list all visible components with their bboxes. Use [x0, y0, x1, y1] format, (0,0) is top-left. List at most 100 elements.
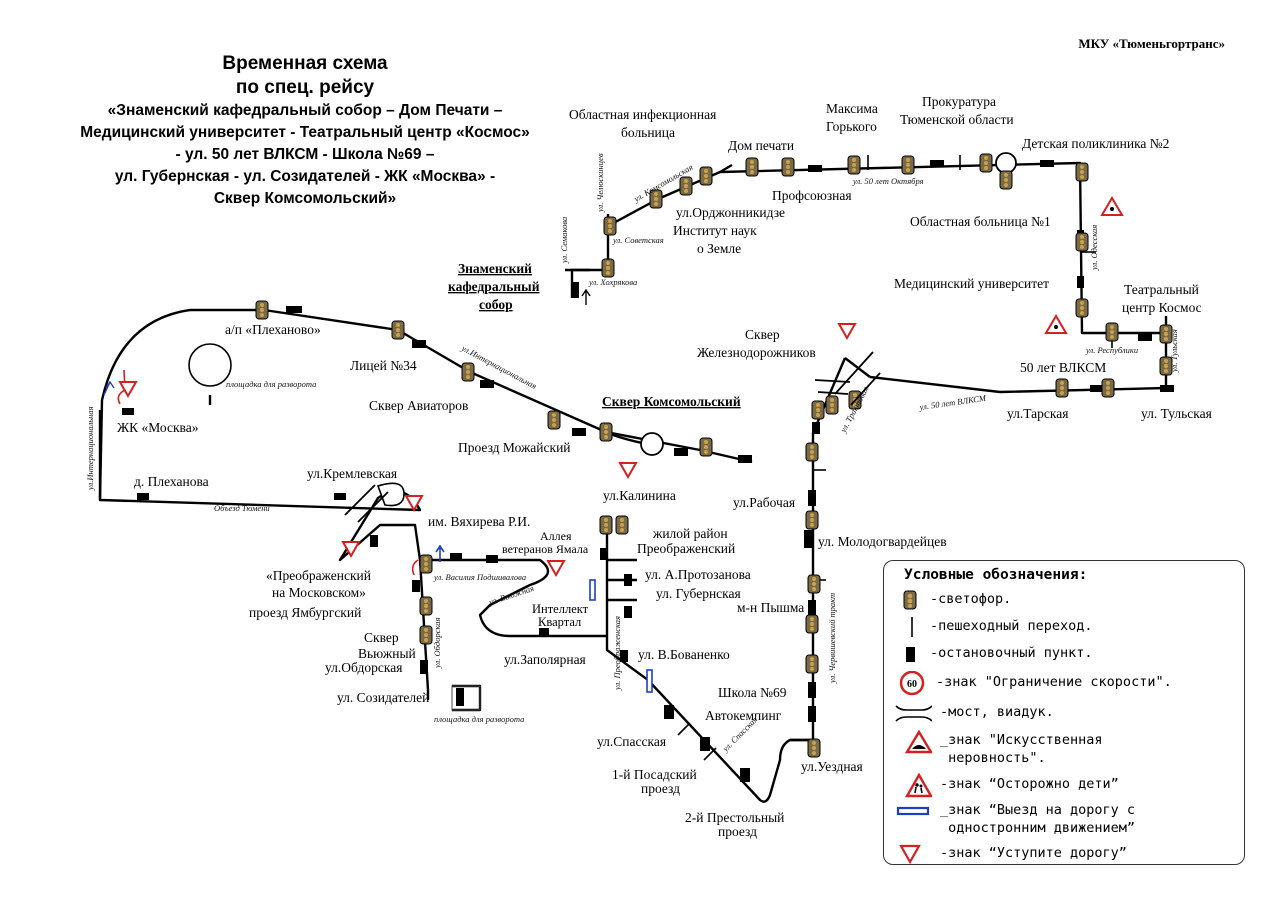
traffic-light-lamp — [684, 179, 688, 183]
bus-stop-icon — [808, 490, 816, 506]
traffic-light-icon — [979, 153, 993, 173]
yield-icon — [341, 541, 361, 559]
organization-name: МКУ «Тюменьгортранс» — [1078, 36, 1225, 51]
bus-stop-icon — [930, 160, 944, 167]
traffic-light-lamp — [810, 617, 814, 621]
label-zapolyarnaya: ул.Заполярная — [504, 652, 586, 667]
traffic-light-icon — [1101, 378, 1115, 398]
label-uezdnaya: ул.Уездная — [801, 759, 863, 774]
label-prokuratura: Прокуратура — [922, 94, 996, 109]
traffic-light-lamp — [552, 413, 556, 417]
bus-stop-icon — [600, 548, 608, 560]
traffic-light-lamp — [424, 609, 428, 613]
traffic-light-lamp — [830, 408, 834, 412]
label-zhiloy: жилой район — [652, 526, 728, 541]
traffic-light-lamp — [830, 403, 834, 407]
traffic-light-lamp — [620, 523, 624, 527]
traffic-light-lamp — [750, 170, 754, 174]
traffic-light-lamp — [424, 638, 428, 642]
traffic-light-lamp — [608, 219, 612, 223]
legend-text: -мост, виадук. — [940, 704, 1054, 720]
traffic-light-lamp — [786, 160, 790, 164]
label-molodogvard: ул. Молодогвардейцев — [818, 534, 947, 549]
bus-stop-icon — [412, 340, 426, 348]
legend-panel: Условные обозначения: -светофор. -пешехо… — [883, 560, 1245, 865]
label-skver-zhd: Сквер — [745, 327, 780, 342]
traffic-light-lamp — [260, 308, 264, 312]
traffic-light-lamp — [604, 435, 608, 439]
bus-stop-icon — [808, 600, 816, 616]
loop-icon — [376, 482, 405, 507]
traffic-light-lamp — [604, 523, 608, 527]
label-obdorskaya: ул.Обдорская — [325, 660, 402, 675]
crosswalk-icon — [677, 722, 691, 736]
traffic-light-icon — [805, 614, 819, 634]
traffic-light-lamp — [552, 423, 556, 427]
street-obezd: Объезд Тюмени — [214, 503, 270, 513]
traffic-light-lamp — [810, 523, 814, 527]
traffic-light-lamp — [1164, 359, 1168, 363]
street-obdorskaya-st: ул. Обдорская — [432, 617, 442, 669]
traffic-light-icon — [255, 300, 269, 320]
label-skver-vyuzh-2: Вьюжный — [358, 646, 416, 661]
bus-stop-icon — [572, 282, 579, 298]
bus-stop-icon — [370, 535, 378, 547]
bus-stop-icon — [804, 530, 814, 548]
legend-text: -знак “Осторожно дети” — [940, 776, 1119, 792]
label-skver-zhd-2: Железнодорожников — [697, 345, 816, 360]
traffic-light-lamp — [704, 450, 708, 454]
label-znamensky-2: кафедральный — [448, 279, 540, 294]
bridge-icon — [834, 351, 881, 406]
traffic-light-icon — [599, 422, 613, 442]
traffic-light-lamp — [1164, 327, 1168, 331]
traffic-light-icon — [599, 515, 613, 535]
bus-stop-icon — [906, 647, 915, 662]
label-plekhanovo: а/п «Плеханово» — [225, 322, 321, 337]
traffic-light-lamp — [1164, 332, 1168, 336]
traffic-light-icon — [679, 176, 693, 196]
label-institut-2: о Земле — [697, 241, 741, 256]
bus-stop-icon — [480, 380, 494, 388]
one-way-exit-icon — [896, 806, 930, 816]
traffic-light-lamp — [810, 622, 814, 626]
label-intellekt: Интеллект — [532, 602, 589, 616]
label-posadsky: 1-й Посадский — [612, 767, 697, 782]
bus-stop-icon — [486, 555, 498, 563]
street-respubliki: ул. Республики — [1085, 345, 1138, 355]
traffic-light-lamp — [1080, 306, 1084, 310]
legend-item-yield: -знак “Уступите дорогу” — [884, 840, 1244, 866]
traffic-light-lamp — [906, 168, 910, 172]
legend-text: -пешеходный переход. — [930, 618, 1093, 634]
street-preobr-st: ул. Преображенская — [612, 616, 622, 691]
label-tarskaya: ул.Тарская — [1007, 406, 1068, 421]
stop-labels: Областная инфекционная больница Дом печа… — [117, 94, 1212, 839]
traffic-light-lamp — [853, 393, 857, 397]
traffic-light-icon — [603, 216, 617, 236]
label-rabochaya: ул.Рабочая — [733, 495, 795, 510]
traffic-light-lamp — [810, 657, 814, 661]
traffic-light-lamp — [466, 375, 470, 379]
bus-stop-icon — [137, 493, 149, 500]
bus-stop-icon — [740, 768, 750, 782]
direction-arrow-icon — [581, 288, 591, 305]
traffic-light-icon — [601, 258, 615, 278]
traffic-light-lamp — [1080, 165, 1084, 169]
traffic-light-lamp — [1110, 335, 1114, 339]
traffic-light-icon — [1105, 322, 1119, 342]
traffic-light-lamp — [816, 403, 820, 407]
bus-stop-icon — [572, 428, 586, 436]
legend-item-bridge: -мост, виадук. — [884, 699, 1244, 725]
traffic-light-lamp — [853, 403, 857, 407]
label-oblast-infection: Областная инфекционная — [569, 107, 716, 122]
viaduct-icon — [814, 379, 851, 395]
roundabout-icon — [640, 432, 664, 456]
traffic-light-lamp — [906, 158, 910, 162]
legend-item-one-way: _знак “Выезд на дорогу с одностронним дв… — [884, 797, 1244, 837]
traffic-light-lamp — [1164, 337, 1168, 341]
route-description-5: Сквер Комсомольский» — [213, 190, 397, 207]
street-odesskaya: ул. Одесская — [1089, 225, 1099, 271]
traffic-light-lamp — [396, 328, 400, 332]
traffic-light-icon — [745, 157, 759, 177]
traffic-light-lamp — [1080, 301, 1084, 305]
